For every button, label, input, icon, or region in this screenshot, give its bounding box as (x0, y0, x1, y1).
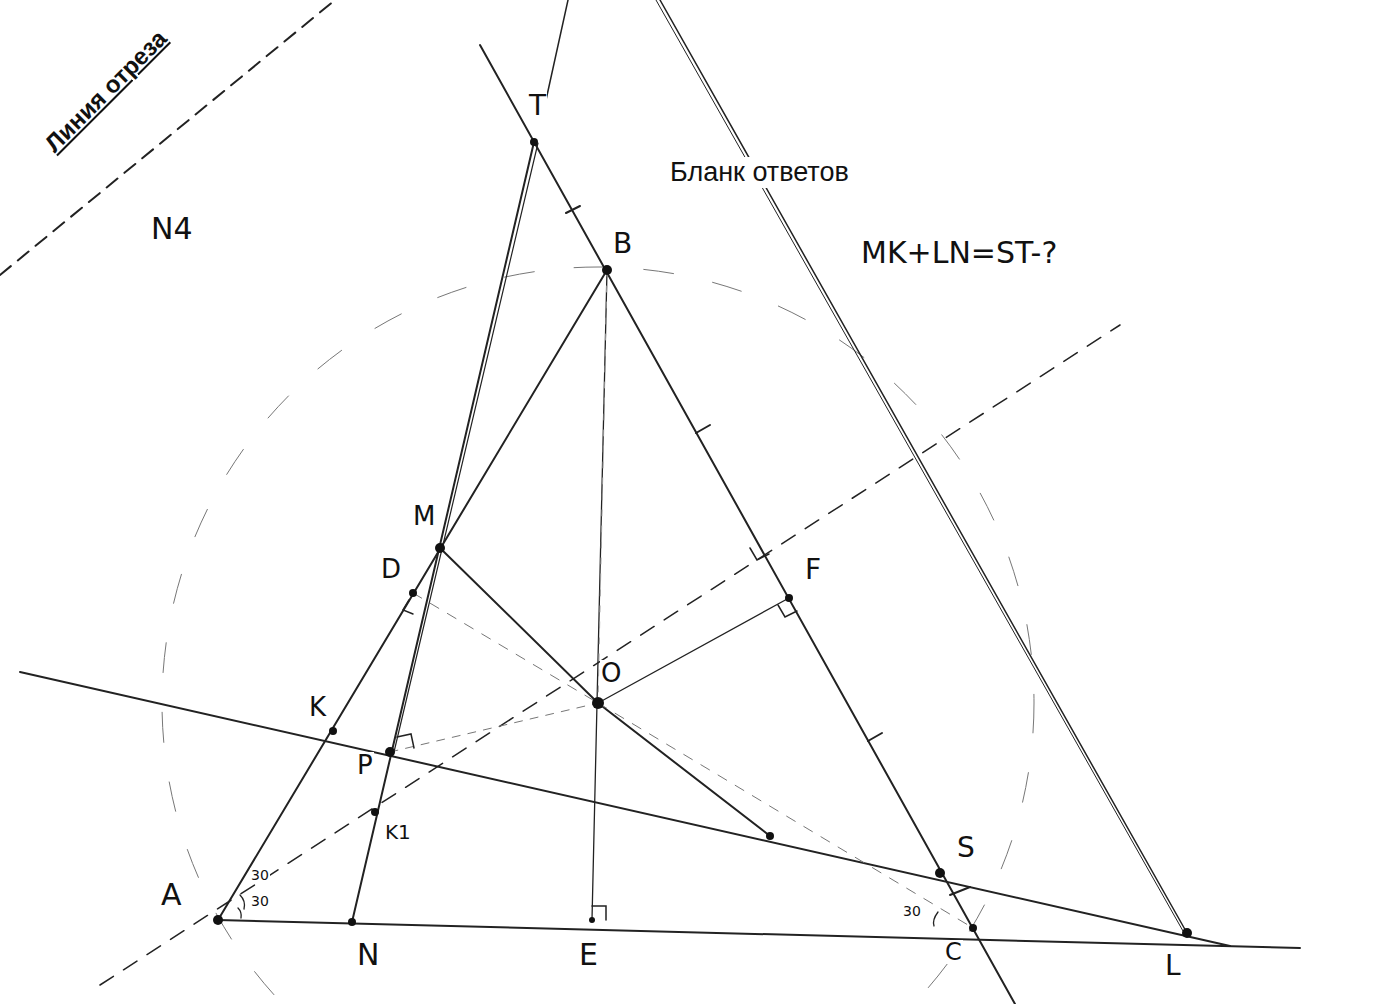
tick (868, 733, 882, 741)
point-label: F (804, 556, 822, 584)
question-note: MK+LN=ST-? (860, 238, 1058, 268)
segment-bo (598, 270, 607, 703)
point-label: P (356, 752, 374, 778)
segment-oc (598, 703, 973, 928)
point-label: K (308, 694, 327, 720)
angle-arc (240, 895, 245, 909)
tick (566, 206, 580, 213)
point-label: S (956, 834, 976, 862)
segment-of (598, 598, 789, 703)
point (935, 868, 945, 878)
point-label: M (412, 503, 436, 529)
angle-label: 30 (250, 868, 270, 882)
point-label: A (160, 880, 183, 910)
sheet-heading: Бланк ответов (668, 157, 851, 188)
point (371, 808, 379, 816)
right-angle (397, 734, 414, 748)
angle-label: 30 (250, 894, 270, 908)
point-label: T (528, 92, 547, 120)
point (409, 589, 417, 597)
line-tn-double (394, 143, 538, 752)
point-label: L (1164, 952, 1182, 980)
point (785, 594, 793, 602)
point (435, 543, 445, 553)
point (385, 747, 395, 757)
point-label: N (356, 940, 380, 970)
line-l-up (660, 0, 1187, 933)
line-mo (440, 548, 770, 836)
angle-label: 30 (902, 904, 922, 918)
point-label: D (380, 556, 402, 582)
point (213, 915, 223, 925)
point (589, 917, 595, 923)
right-angle (750, 548, 769, 560)
cut-line-note: Линия отреза (40, 25, 172, 157)
point-label: O (600, 660, 622, 686)
point-label: C (944, 940, 963, 964)
point (1182, 928, 1192, 938)
point (348, 918, 356, 926)
task-number: N4 (150, 214, 194, 244)
tick (950, 887, 970, 895)
line-kl (20, 672, 1230, 946)
angle-arc (934, 912, 939, 926)
height-be (592, 270, 607, 920)
point-label: E (578, 940, 599, 970)
line-l-up-double (656, 0, 1183, 931)
point (592, 697, 604, 709)
line-bc (480, 45, 1015, 1004)
point (602, 265, 612, 275)
circumcircle (162, 267, 1034, 1004)
segment-do (413, 593, 598, 703)
point (329, 727, 337, 735)
side-ab (218, 270, 607, 920)
bisector-af (100, 325, 1120, 985)
point (530, 138, 538, 146)
cut-line (0, 0, 335, 275)
point (766, 832, 774, 840)
angle-arc (238, 908, 241, 918)
right-angle (778, 605, 797, 617)
point-label: K1 (384, 822, 412, 842)
points (213, 138, 1192, 938)
tick (696, 425, 710, 433)
line-tn (352, 142, 534, 922)
segment-pf (390, 703, 598, 752)
point-label: B (612, 230, 633, 258)
right-angle (403, 600, 413, 614)
line-top (546, 0, 568, 100)
point (969, 924, 977, 932)
